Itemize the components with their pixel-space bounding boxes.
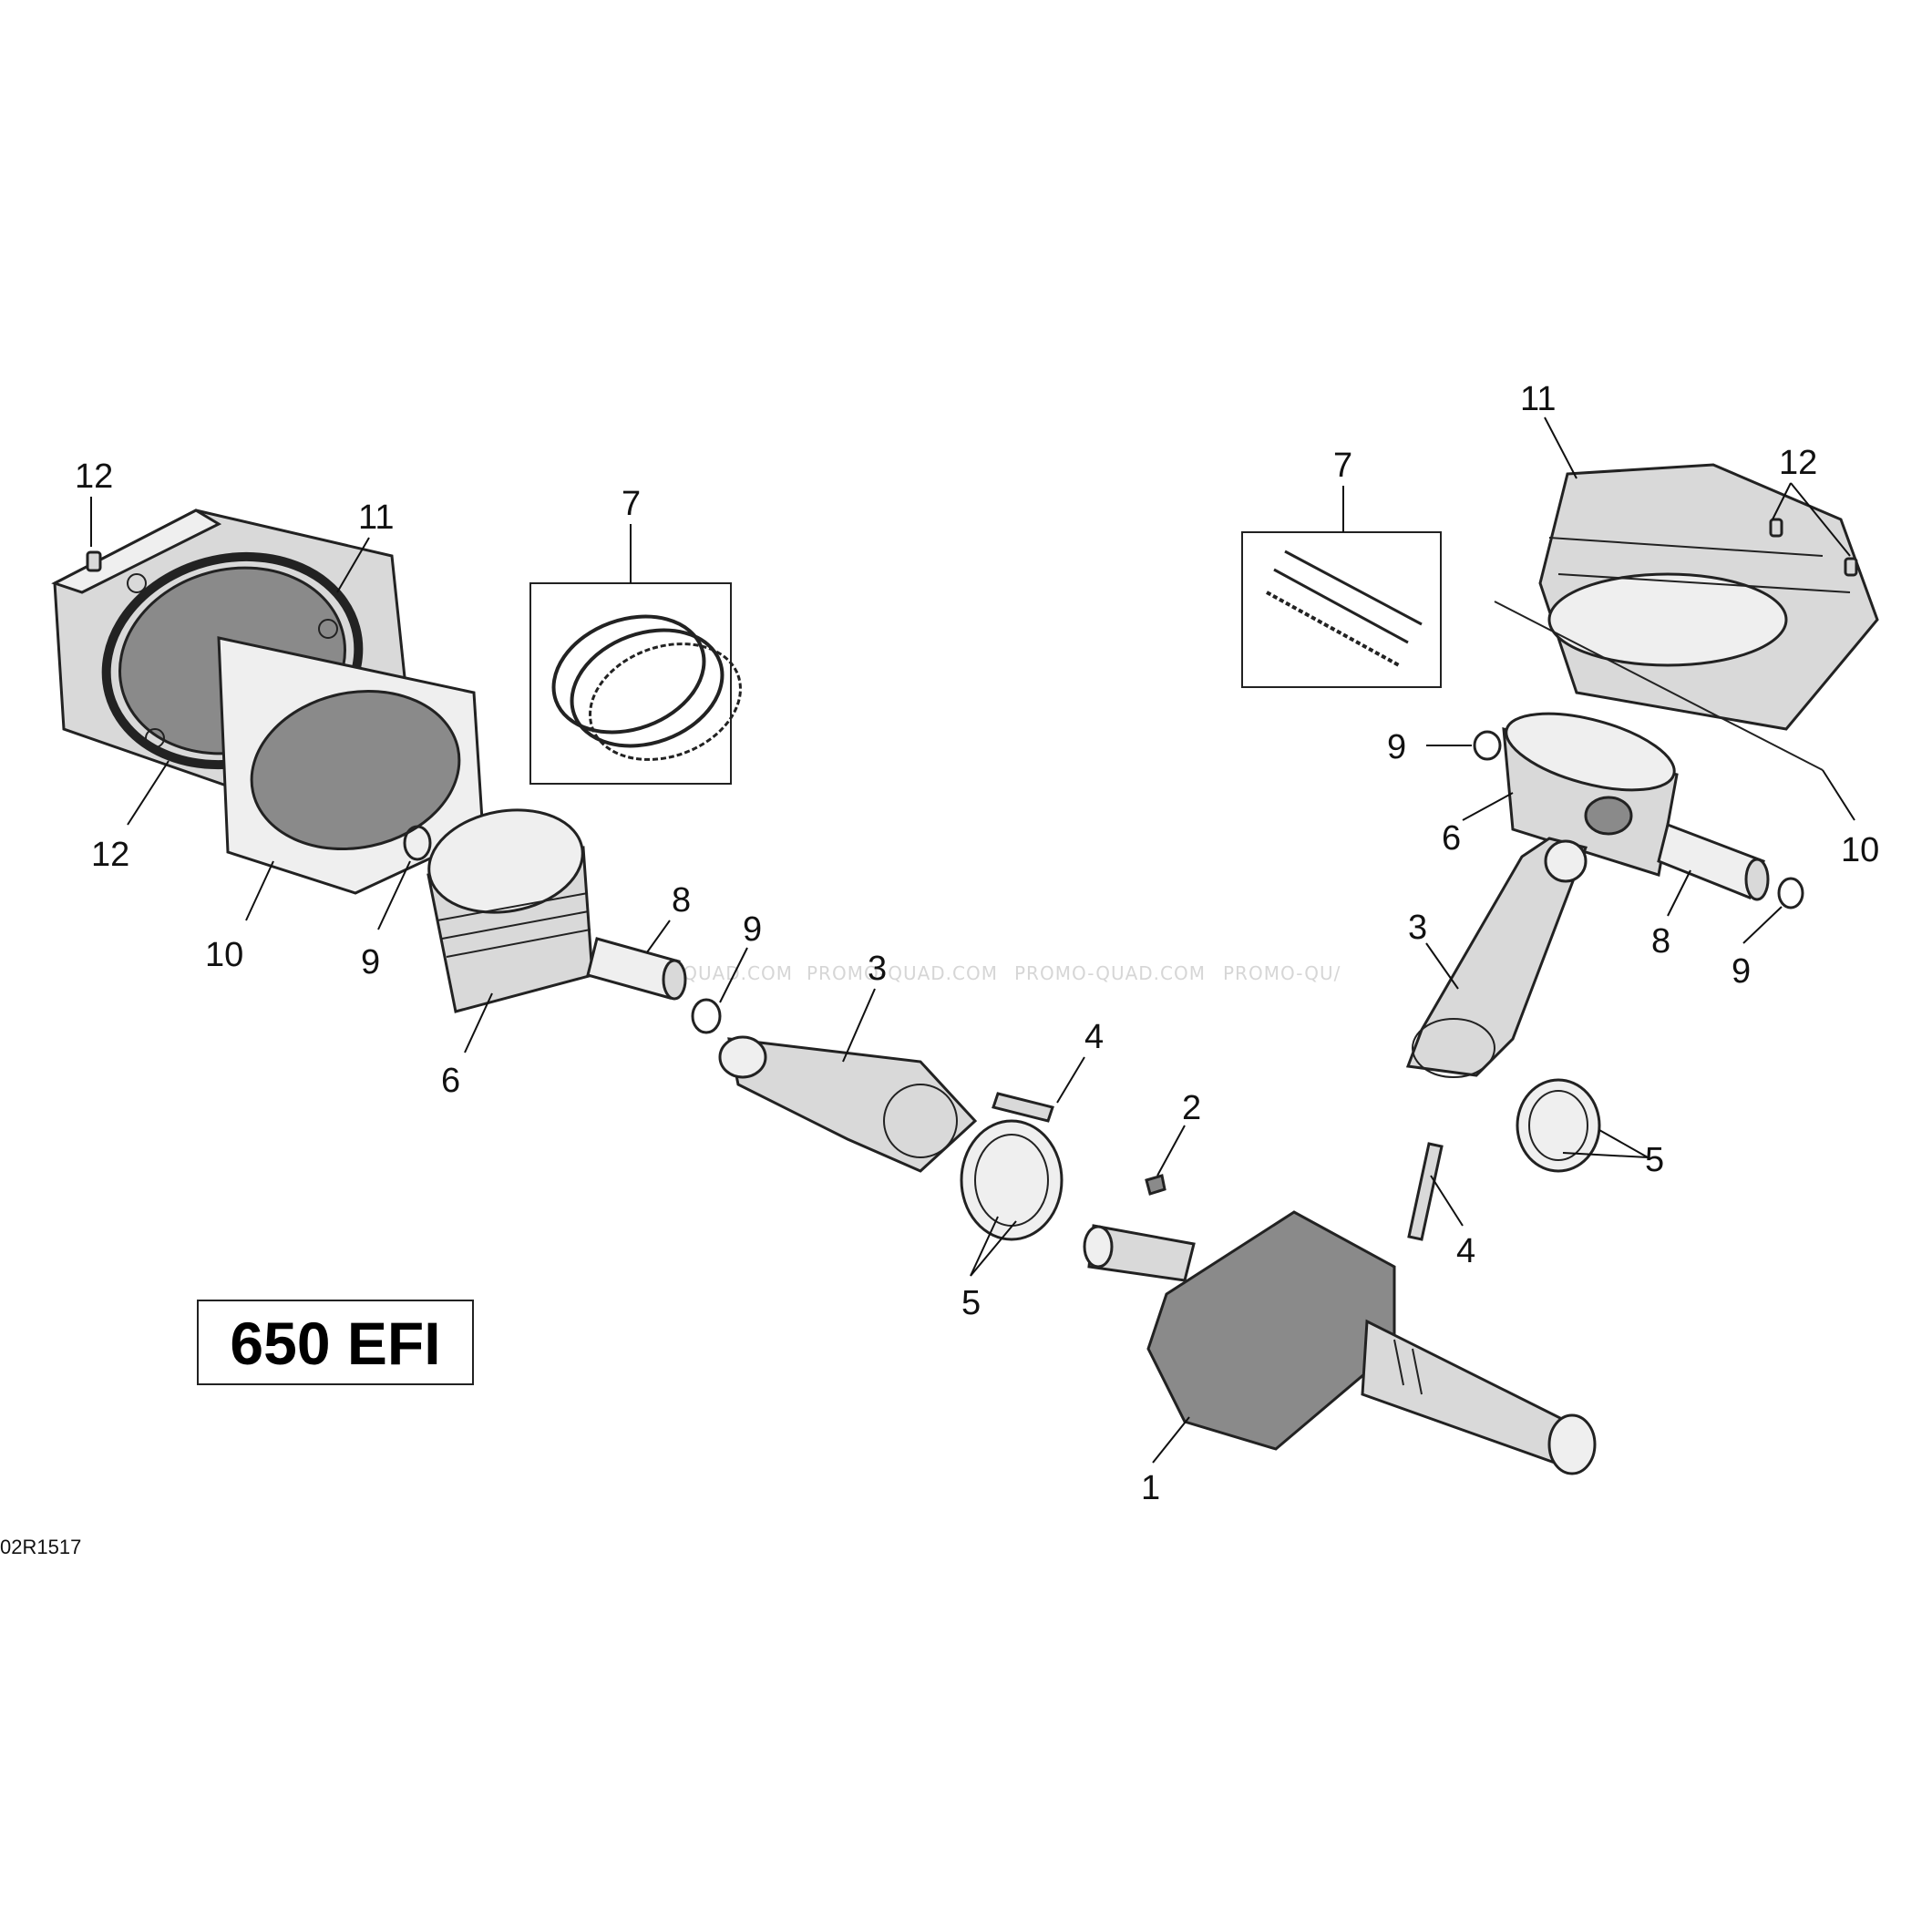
right-cylinder bbox=[1538, 463, 1879, 731]
center-connecting-rod bbox=[718, 1035, 978, 1173]
callout-right-6: 6 bbox=[1442, 819, 1461, 858]
center-rod-bolt bbox=[992, 1092, 1054, 1123]
left-circlip-b bbox=[691, 998, 722, 1034]
callout-right-11: 11 bbox=[1520, 380, 1556, 418]
callout-left-7: 7 bbox=[622, 485, 641, 523]
callout-left-8: 8 bbox=[672, 881, 691, 920]
callout-left-9b: 9 bbox=[743, 910, 762, 949]
watermark-3: PROMO-QUAD.COM bbox=[1014, 962, 1206, 984]
callout-center-4: 4 bbox=[1084, 1018, 1104, 1056]
right-circlip-b bbox=[1777, 877, 1804, 909]
callout-right-7: 7 bbox=[1333, 447, 1352, 485]
callout-numbers: 12 11 12 10 9 7 6 8 9 3 4 5 2 1 11 12 7 … bbox=[75, 380, 1879, 1507]
callout-right-9: 9 bbox=[1732, 952, 1751, 991]
callout-left-12-top: 12 bbox=[75, 457, 113, 496]
callout-right-10: 10 bbox=[1841, 831, 1879, 869]
watermark-2: PROMO-QUAD.COM bbox=[807, 962, 998, 984]
callout-right-4: 4 bbox=[1456, 1232, 1475, 1270]
left-piston bbox=[426, 808, 594, 1013]
right-connecting-rod bbox=[1405, 837, 1588, 1078]
left-dowel-pin bbox=[86, 550, 102, 572]
callout-center-5: 5 bbox=[961, 1284, 981, 1322]
right-dowel-pin-b bbox=[1844, 557, 1858, 577]
left-cylinder-gasket bbox=[217, 636, 485, 895]
left-piston-pin bbox=[586, 937, 687, 1001]
right-piston bbox=[1502, 712, 1679, 877]
right-piston-pin bbox=[1657, 822, 1770, 901]
callout-right-8: 8 bbox=[1651, 922, 1670, 961]
callout-left-11: 11 bbox=[358, 498, 394, 537]
right-cylinder-gasket bbox=[1494, 601, 1824, 771]
left-circlip-a bbox=[403, 825, 432, 861]
right-dowel-pin-a bbox=[1769, 518, 1783, 538]
callout-left-6: 6 bbox=[441, 1062, 460, 1100]
right-rod-bearing bbox=[1516, 1078, 1601, 1173]
drawing-code: 02R1517 bbox=[0, 1536, 81, 1558]
callout-right-5: 5 bbox=[1645, 1141, 1664, 1179]
center-rod-bearing bbox=[960, 1119, 1064, 1241]
callout-left-12-bottom: 12 bbox=[91, 836, 129, 874]
right-circlip-a bbox=[1473, 730, 1502, 761]
left-piston-rings-box bbox=[529, 582, 742, 785]
callout-center-1: 1 bbox=[1141, 1469, 1160, 1507]
callout-left-10: 10 bbox=[205, 936, 243, 974]
callout-right-12: 12 bbox=[1779, 444, 1817, 482]
crankshaft bbox=[1083, 1210, 1597, 1475]
callout-left-9: 9 bbox=[361, 943, 380, 981]
callout-right-3: 3 bbox=[1408, 909, 1427, 947]
callout-center-3: 3 bbox=[868, 950, 887, 988]
leader-lines bbox=[90, 416, 1855, 1464]
model-label: 650 EFI bbox=[230, 1310, 440, 1377]
model-label-box: 650 EFI bbox=[197, 1300, 474, 1385]
watermark-4: PROMO-QU/ bbox=[1223, 962, 1341, 984]
woodruff-key bbox=[1145, 1174, 1166, 1196]
right-rod-bolt bbox=[1407, 1142, 1444, 1241]
callout-center-2: 2 bbox=[1182, 1089, 1201, 1127]
watermark-row: PROMO-QUAD.COM PROMO-QUAD.COM PROMO-QUAD… bbox=[601, 962, 1341, 984]
right-piston-rings-box bbox=[1241, 531, 1442, 688]
callout-right-9-top: 9 bbox=[1387, 728, 1406, 766]
